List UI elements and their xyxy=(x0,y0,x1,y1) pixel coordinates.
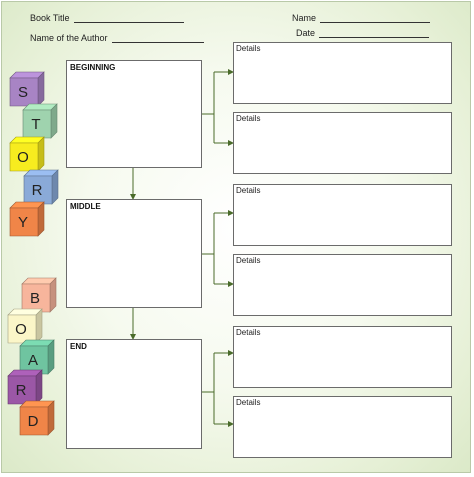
cube-side-face xyxy=(37,71,45,107)
cube-side-face xyxy=(37,201,45,237)
letter-cube: R xyxy=(23,169,59,205)
date-field[interactable] xyxy=(319,27,430,38)
middle-label: MIDDLE xyxy=(70,202,101,211)
letter-cube: B xyxy=(21,277,57,313)
letter-cube: Y xyxy=(9,201,45,237)
letter-cube: S xyxy=(9,71,45,107)
letter-cube: A xyxy=(19,339,55,375)
name-row: Name xyxy=(292,12,431,23)
cube-shape xyxy=(22,103,58,139)
date-row: Date xyxy=(296,27,430,38)
cube-front-face xyxy=(22,109,52,139)
cube-letter: O xyxy=(15,320,27,338)
details-label: Details xyxy=(236,114,261,123)
cube-letter: A xyxy=(27,351,38,369)
cube-side-face xyxy=(35,308,43,344)
end-label: END xyxy=(70,342,87,351)
details-box[interactable]: Details xyxy=(233,112,452,174)
details-box[interactable]: Details xyxy=(233,42,452,104)
author-label: Name of the Author xyxy=(30,33,108,43)
details-box[interactable]: Details xyxy=(233,254,452,316)
cube-side-face xyxy=(49,277,57,313)
cube-front-face xyxy=(19,406,49,436)
cube-letter: O xyxy=(17,148,29,166)
cube-side-face xyxy=(47,339,55,375)
cube-letter: R xyxy=(15,381,27,399)
details-label: Details xyxy=(236,44,261,53)
cube-shape xyxy=(21,277,57,313)
cube-side-face xyxy=(37,136,45,172)
cube-letter: Y xyxy=(17,213,28,231)
cube-front-face xyxy=(9,207,39,237)
details-label: Details xyxy=(236,398,261,407)
book-title-row: Book Title xyxy=(30,12,184,23)
details-label: Details xyxy=(236,256,261,265)
author-field[interactable] xyxy=(111,32,204,43)
name-field[interactable] xyxy=(320,12,431,23)
cube-side-face xyxy=(51,169,59,205)
details-box[interactable]: Details xyxy=(233,396,452,458)
cube-letter: B xyxy=(29,289,40,307)
book-title-label: Book Title xyxy=(30,13,70,23)
letter-cube: O xyxy=(7,308,43,344)
cube-shape xyxy=(23,169,59,205)
cube-side-face xyxy=(50,103,58,139)
middle-box[interactable]: MIDDLE xyxy=(66,199,202,308)
letter-cube: R xyxy=(7,369,43,405)
author-row: Name of the Author xyxy=(30,32,204,43)
cube-letter: R xyxy=(31,181,43,199)
details-box[interactable]: Details xyxy=(233,326,452,388)
letter-cube: O xyxy=(9,136,45,172)
book-title-field[interactable] xyxy=(73,12,184,23)
cube-letter: D xyxy=(27,412,39,430)
cube-shape xyxy=(7,308,43,344)
cube-shape xyxy=(9,71,45,107)
end-box[interactable]: END xyxy=(66,339,202,449)
name-label: Name xyxy=(292,13,317,23)
cube-letter: T xyxy=(31,115,41,133)
beginning-label: BEGINNING xyxy=(70,63,116,72)
date-label: Date xyxy=(296,28,316,38)
cube-letter: S xyxy=(17,83,28,101)
cube-front-face xyxy=(23,175,53,205)
details-label: Details xyxy=(236,328,261,337)
cube-shape xyxy=(19,400,55,436)
details-box[interactable]: Details xyxy=(233,184,452,246)
cube-shape xyxy=(9,201,45,237)
cube-front-face xyxy=(19,345,49,375)
cube-side-face xyxy=(35,369,43,405)
details-label: Details xyxy=(236,186,261,195)
cube-shape xyxy=(7,369,43,405)
cube-side-face xyxy=(47,400,55,436)
cube-shape xyxy=(19,339,55,375)
letter-cube: T xyxy=(22,103,58,139)
cube-front-face xyxy=(21,283,51,313)
letter-cube: D xyxy=(19,400,55,436)
beginning-box[interactable]: BEGINNING xyxy=(66,60,202,168)
cube-shape xyxy=(9,136,45,172)
